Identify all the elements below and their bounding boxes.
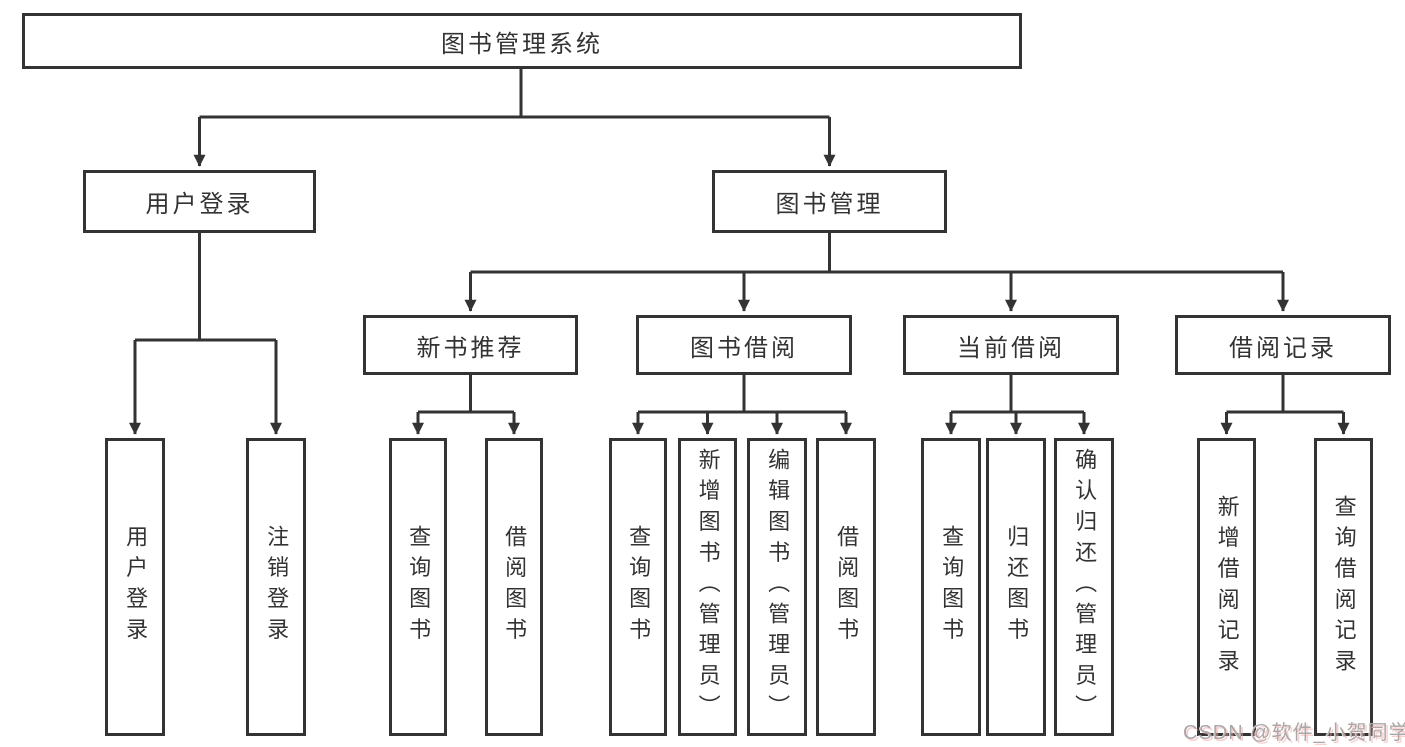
csdn-watermark: CSDN @软件_小贺同学 [1183,722,1405,744]
leaf-bb-query-label: 查询图书 [626,525,652,649]
node-user-login-label: 用户登录 [145,191,254,218]
leaf-logout: 注销登录 [246,438,306,736]
leaf-cb-confirm-label: 确认归还（管理员） [1072,448,1098,726]
edge-user-login-trunk [135,233,276,342]
edge-current-borrow-trunk [951,375,1084,414]
leaf-user-login-label: 用户登录 [123,525,149,649]
node-current-borrow-label: 当前借阅 [957,334,1065,362]
leaf-br-add-label: 新增借阅记录 [1214,494,1240,680]
node-current-borrow: 当前借阅 [903,315,1119,375]
edge-book-mgmt-trunk [470,233,1283,274]
leaf-bb-edit-label: 编辑图书（管理员） [765,448,791,726]
leaf-logout-label: 注销登录 [264,525,290,649]
node-new-book-rec: 新书推荐 [363,315,578,375]
node-new-book-rec-label: 新书推荐 [416,334,525,362]
leaf-br-add: 新增借阅记录 [1197,438,1256,736]
leaf-bb-query: 查询图书 [609,438,667,736]
leaf-user-login: 用户登录 [105,438,165,736]
leaf-bb-add: 新增图书（管理员） [678,438,737,736]
leaf-cb-confirm: 确认归还（管理员） [1054,438,1114,736]
leaf-cb-query-label: 查询图书 [939,525,965,649]
node-borrow-record: 借阅记录 [1175,315,1391,375]
leaf-bb-edit: 编辑图书（管理员） [747,438,807,736]
node-root: 图书管理系统 [22,13,1022,69]
edge-root-trunk [199,69,830,119]
leaf-nb-borrow: 借阅图书 [485,438,543,736]
edge-new-book-rec-trunk [418,375,514,414]
leaf-cb-return-label: 归还图书 [1004,525,1030,649]
leaf-cb-return: 归还图书 [986,438,1046,736]
node-borrow-record-label: 借阅记录 [1229,334,1337,362]
node-book-borrow: 图书借阅 [636,315,852,375]
leaf-nb-borrow-label: 借阅图书 [502,525,528,649]
node-user-login: 用户登录 [83,170,316,233]
leaf-bb-borrow: 借阅图书 [816,438,876,736]
leaf-bb-borrow-label: 借阅图书 [834,525,860,649]
leaf-nb-query-label: 查询图书 [406,525,432,649]
leaf-br-query: 查询借阅记录 [1314,438,1373,736]
node-root-label: 图书管理系统 [441,30,603,58]
leaf-nb-query: 查询图书 [389,438,447,736]
node-book-mgmt-label: 图书管理 [775,191,884,218]
edge-borrow-record-trunk [1226,375,1344,414]
leaf-cb-query: 查询图书 [921,438,981,736]
node-book-borrow-label: 图书借阅 [690,334,798,362]
edge-book-borrow-trunk [638,375,846,414]
leaf-bb-add-label: 新增图书（管理员） [695,448,721,726]
leaf-br-query-label: 查询借阅记录 [1331,494,1357,680]
node-book-mgmt: 图书管理 [712,170,947,233]
